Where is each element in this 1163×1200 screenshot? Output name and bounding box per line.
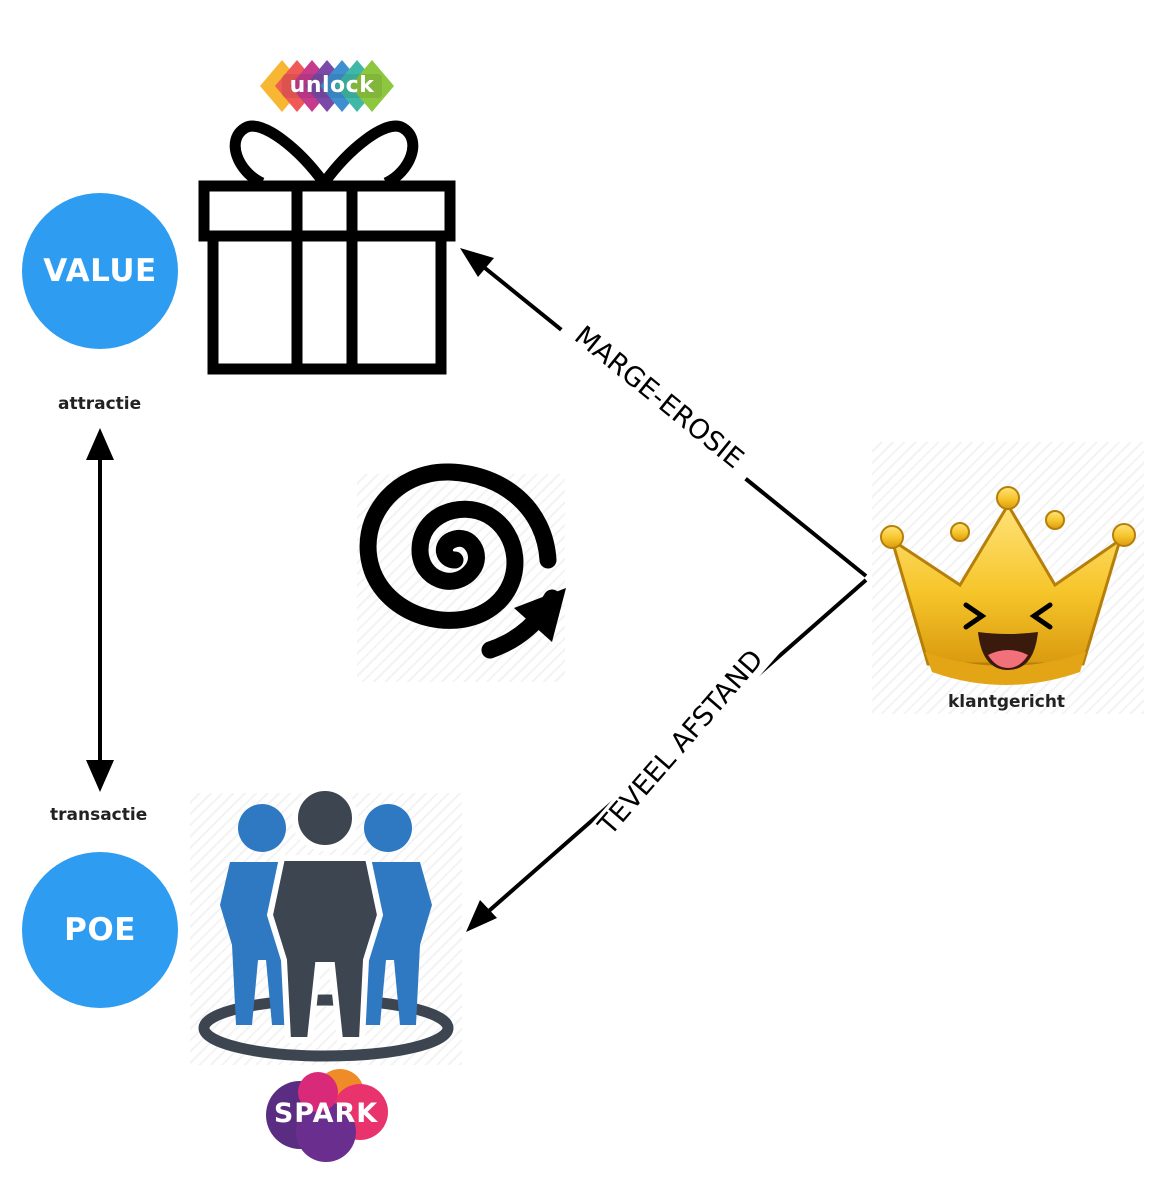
unlock-logo-icon (260, 60, 394, 112)
spark-logo-label: SPARK (273, 1098, 379, 1129)
attractie-transactie-arrow (86, 428, 114, 792)
spark-logo-icon (266, 1069, 388, 1162)
attractie-label: attractie (58, 394, 142, 414)
people-group-icon (198, 785, 454, 1062)
gift-icon (198, 120, 456, 375)
klantgericht-label: klantgericht (948, 692, 1066, 712)
poe-node: POE (22, 852, 178, 1008)
spiral-arrow-icon (359, 463, 561, 659)
spiral-arrowhead-icon (514, 588, 566, 642)
crown-icon (880, 486, 1136, 685)
value-node: VALUE (22, 193, 178, 349)
transactie-label: transactie (50, 805, 148, 825)
unlock-logo-label: unlock (289, 73, 375, 98)
